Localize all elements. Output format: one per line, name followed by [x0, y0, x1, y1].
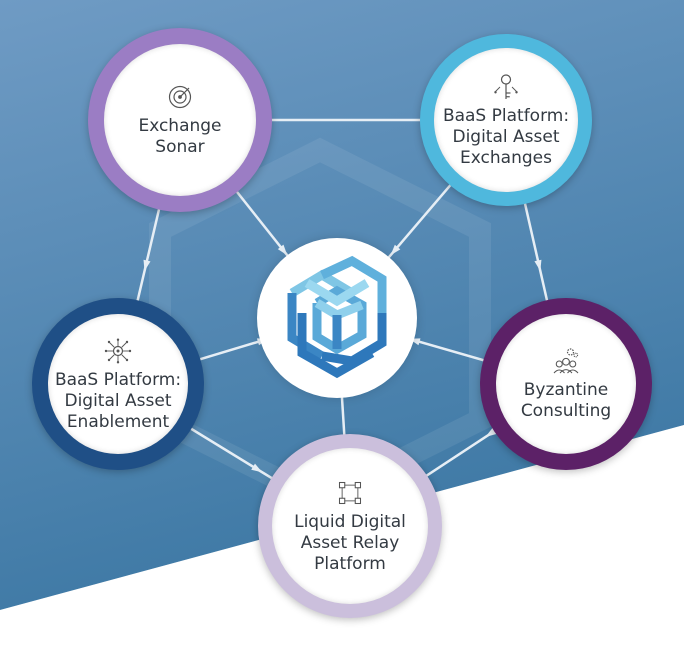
node-exchange-sonar: Exchange Sonar	[88, 28, 272, 212]
node-label: Liquid Digital Asset Relay Platform	[294, 511, 406, 574]
relay-nodes-icon	[338, 481, 362, 504]
connector-enablement-relay-arrowhead	[251, 463, 263, 473]
connector-sonar-enablement-arrowhead	[143, 259, 151, 272]
node-baas-exchanges: BaaS Platform: Digital Asset Exchanges	[420, 34, 592, 206]
connector-exchanges-byzantine-arrowhead	[534, 259, 542, 272]
team-gears-icon	[553, 348, 579, 374]
node-label: BaaS Platform: Digital Asset Enablement	[54, 369, 182, 432]
node-label: BaaS Platform: Digital Asset Exchanges	[442, 105, 570, 168]
node-label: Exchange Sonar	[138, 116, 222, 157]
node-liquid-relay: Liquid Digital Asset Relay Platform	[258, 434, 442, 618]
key-circuit-icon	[494, 73, 518, 99]
node-byzantine-consulting: Byzantine Consulting	[480, 298, 652, 470]
connector-hub-exchange-sonar-arrowhead	[277, 244, 288, 256]
node-label: Byzantine Consulting	[520, 380, 612, 421]
node-baas-enablement: BaaS Platform: Digital Asset Enablement	[32, 298, 204, 470]
radar-icon	[168, 85, 192, 109]
chip-circuit-icon	[104, 338, 132, 363]
hub-logo	[257, 238, 417, 398]
interlocking-cube-logo-icon	[287, 255, 387, 379]
connector-hub-baas-exchanges-arrowhead	[390, 244, 401, 256]
